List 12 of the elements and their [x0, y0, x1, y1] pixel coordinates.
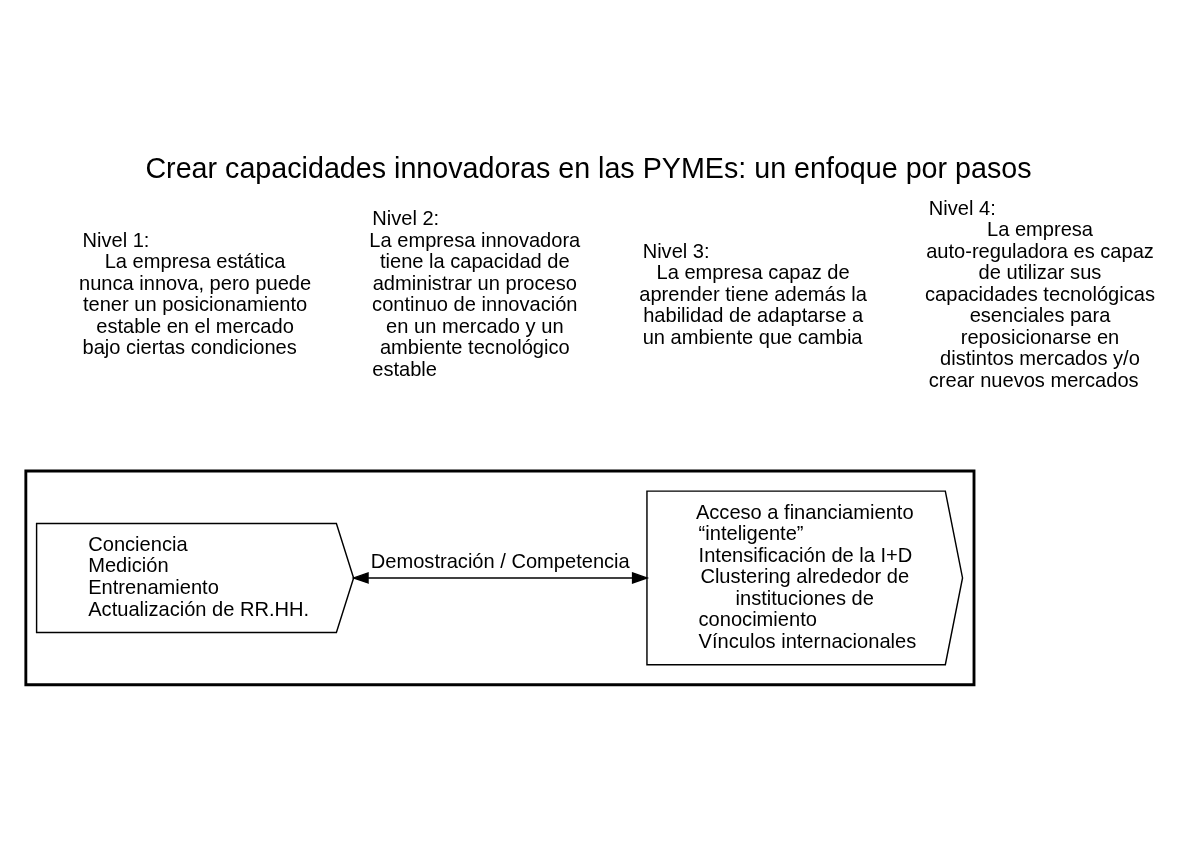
- label: La empresa innovadora tiene la capacidad de administrar un proceso continuo de innovación en un mercado y un ambiente tecnológico estable: [369, 228, 581, 380]
- label: Nivel 3:: [642, 239, 710, 262]
- diagram-title: Crear capacidades innovadoras en las PYMEs: un enfoque por pasos: [145, 152, 1032, 185]
- label: La empresa estática nunca innova, pero puede tener un posicionamiento estable en el mercado bajo ciertas condiciones: [79, 250, 312, 359]
- arrow: [351, 571, 650, 584]
- label: Nivel 2:: [372, 207, 440, 230]
- cluster: [24, 469, 976, 687]
- label: La empresa auto-reguladora es capaz de utilizar sus capacidades tecnológicas esenciales para reposicionarse en distintos mercados y/o crear nuevos mercados: [925, 218, 1155, 391]
- label: La empresa capaz de aprender tiene además la habilidad de adaptarse a un ambiente que cambia: [639, 261, 867, 348]
- label: Nivel 1:: [82, 228, 150, 251]
- edge-label: Demostración / Competencia: [370, 550, 630, 573]
- label: Nivel 4:: [928, 196, 996, 219]
